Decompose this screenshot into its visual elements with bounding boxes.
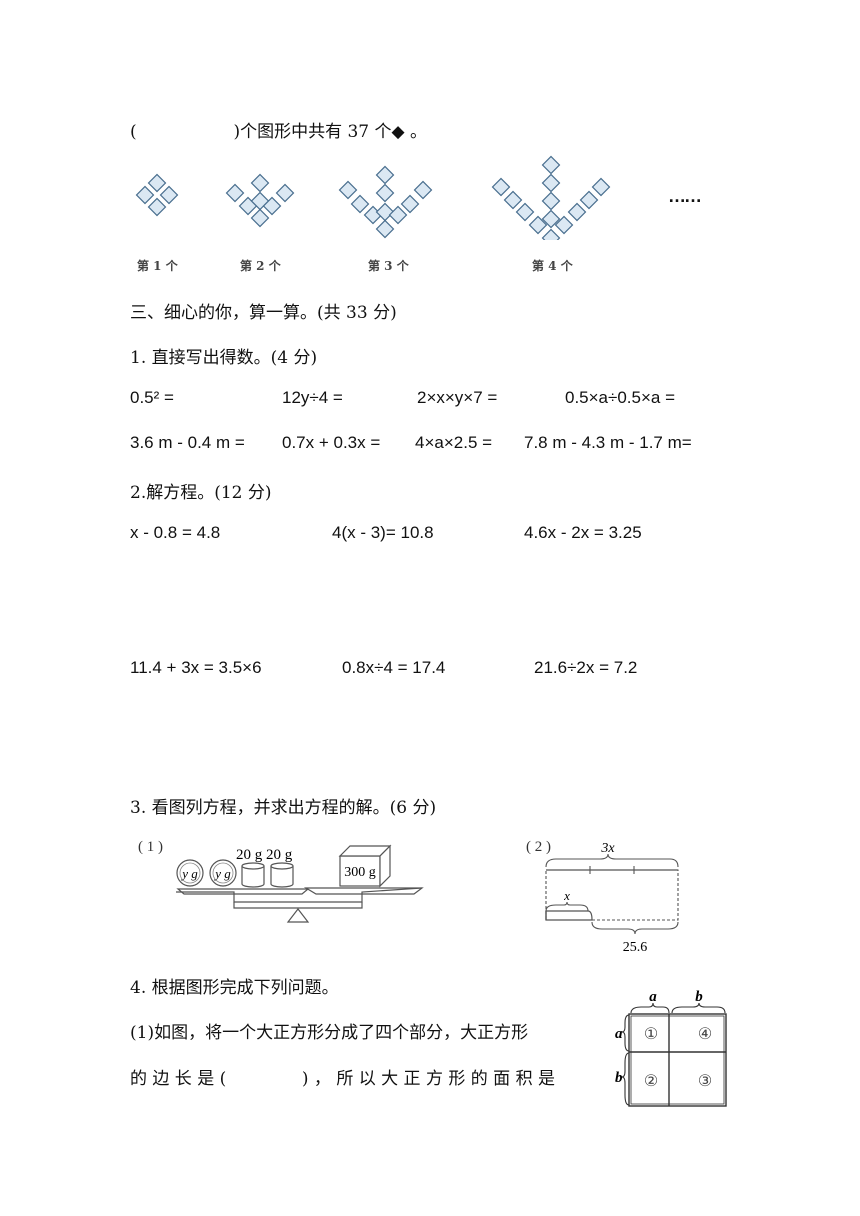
balance-figure: ( 1 ) y g y g 20 g 20 g 300 g [138, 839, 424, 923]
caption-2: 第 2 个 [240, 259, 281, 273]
q2-eq-2: 4(x - 3)= 10.8 [332, 523, 434, 542]
part-3: ③ [698, 1073, 712, 1090]
blank-open: ( [130, 122, 137, 142]
q2-eq-1: x - 0.8 = 4.8 [130, 523, 221, 542]
q1-item-1: 0.5² = [130, 388, 174, 407]
part-4: ④ [698, 1026, 712, 1043]
small-label: x [563, 888, 570, 903]
side-a-label: a [615, 1026, 623, 1042]
pattern-ellipsis: …… [668, 186, 702, 206]
caption-4: 第 4 个 [532, 259, 573, 273]
q4-line-1: (1)如图，将一个大正方形分成了四个部分，大正方形 [130, 1023, 529, 1043]
caption-3: 第 3 个 [368, 259, 409, 273]
part-2: ② [644, 1073, 658, 1090]
caption-1: 第 1 个 [137, 259, 178, 273]
q2-eq-5: 0.8x÷4 = 17.4 [342, 658, 446, 677]
q1-item-4: 0.5×a÷0.5×a = [565, 388, 676, 407]
diamond-pattern-figures [135, 155, 611, 240]
figure-2 [225, 173, 295, 228]
q2-eq-3: 4.6x - 2x = 3.25 [524, 523, 642, 542]
top-a-label: a [649, 989, 657, 1005]
square-figure: a b a b ① ④ ② ③ [615, 989, 727, 1107]
q2-eq-4: 11.4 + 3x = 3.5×6 [130, 658, 262, 677]
ball-1-label: y g [180, 866, 198, 881]
ball-2-label: y g [213, 866, 231, 881]
top-b-label: b [695, 989, 703, 1005]
q1-item-5: 3.6 m - 0.4 m = [130, 433, 245, 452]
q1-title: 1. 直接写出得数。(4 分) [130, 348, 318, 368]
side-b-label: b [615, 1070, 623, 1086]
q4-line-2: 的 边 长 是 ( ) ， 所 以 大 正 方 形 的 面 积 是 [130, 1069, 555, 1089]
figure-4 [491, 155, 611, 240]
q1-item-3: 2×x×y×7 = [417, 388, 498, 407]
pattern-question: ( )个图形中共有 37 个◆ 。 [130, 117, 427, 142]
figure-3 [338, 165, 433, 239]
q1-item-6: 0.7x + 0.3x = [282, 433, 381, 452]
q3-title: 3. 看图列方程，并求出方程的解。(6 分) [130, 798, 437, 818]
q1-item-7: 4×a×2.5 = [415, 433, 493, 452]
fig2-label: ( 2 ) [526, 839, 551, 855]
q4-title: 4. 根据图形完成下列问题。 [130, 978, 339, 998]
weights-label: 20 g 20 g [236, 847, 293, 863]
q1-item-8: 7.8 m - 4.3 m - 1.7 m= [524, 433, 692, 452]
q2-title: 2.解方程。(12 分) [130, 483, 272, 503]
q2-eq-6: 21.6÷2x = 7.2 [534, 658, 638, 677]
section-title: 三、细心的你，算一算。(共 33 分) [130, 303, 397, 323]
top-label: 3x [600, 841, 615, 856]
figure-1 [135, 173, 179, 217]
bottom-label: 25.6 [623, 940, 648, 955]
part-1: ① [644, 1026, 658, 1043]
box-label: 300 g [344, 865, 376, 880]
pattern-question-text: )个图形中共有 37 个◆ 。 [233, 122, 428, 142]
q1-item-2: 12y÷4 = [282, 388, 343, 407]
fig1-label: ( 1 ) [138, 839, 163, 855]
segment-figure: ( 2 ) 3x x 25.6 [526, 839, 679, 955]
